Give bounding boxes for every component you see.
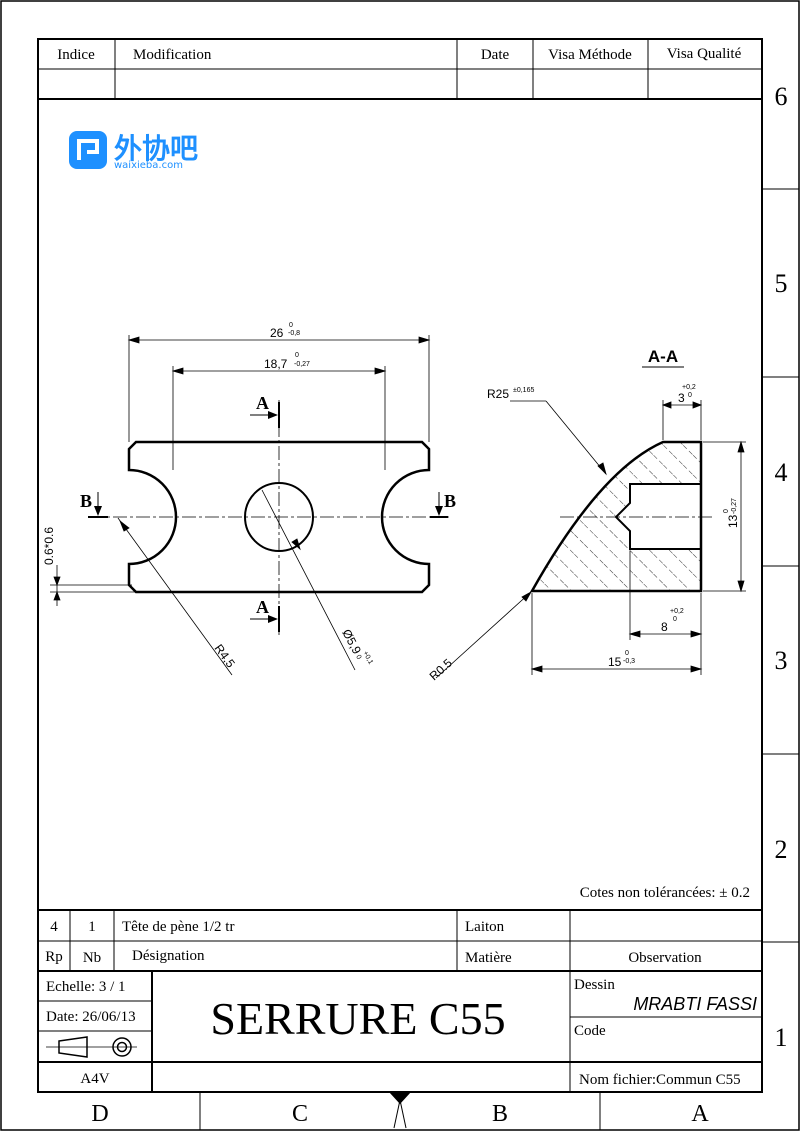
title-block-dessin-label: Dessin: [574, 977, 615, 993]
dimension-section-length-tol-lower: -0,3: [623, 658, 635, 665]
parts-row-nb: 1: [88, 919, 96, 935]
dimension-overall-tol-upper: 0: [289, 322, 293, 329]
section-outline: [529, 440, 703, 593]
projection-symbol-icon: [46, 1036, 137, 1058]
dimension-height-value: 13: [726, 514, 740, 528]
dimension-top-width: [661, 400, 703, 440]
dimension-section-length-value: 15: [608, 655, 622, 669]
parts-row-designation: Tête de pène 1/2 tr: [122, 919, 234, 935]
dimension-hole-value: Ø5,9: [339, 627, 364, 657]
zone-row-2: 2: [775, 835, 788, 864]
title-block-file-name: Nom fichier:Commun C55: [579, 1072, 741, 1088]
dimension-top-tol-lower: 0: [688, 392, 692, 399]
parts-header-rp: Rp: [45, 949, 63, 965]
dimension-radius-leader: [117, 517, 233, 676]
section-marker-b-right: [430, 492, 448, 518]
title-block-date: Date: 26/06/13: [46, 1009, 136, 1025]
zone-row-markers: [762, 188, 799, 943]
dimension-hole-leader: [261, 489, 356, 671]
dimension-inner-tol-lower: -0,27: [294, 361, 310, 368]
front-view-outline: [127, 440, 431, 594]
dimension-top-tol-upper: +0,2: [682, 384, 696, 391]
dimension-overall-tol-lower: -0,8: [288, 330, 300, 337]
parts-header-material: Matière: [465, 950, 512, 966]
revision-header-visa-methode: Visa Méthode: [548, 47, 632, 63]
dimension-chamfer: [50, 565, 136, 606]
dimension-inner-length: [171, 366, 387, 470]
watermark-logo: 外协吧 waixieba.com: [69, 131, 198, 171]
revision-header-indice: Indice: [57, 47, 95, 63]
front-view: A A B B 26 0 -0,8 18,7 0 -0,27: [42, 322, 456, 676]
revision-header-date: Date: [481, 47, 510, 63]
tolerance-note: Cotes non tolérancées: ± 0.2: [580, 885, 750, 901]
revision-header-modification: Modification: [133, 47, 212, 63]
dimension-bore-depth-value: 8: [661, 620, 668, 634]
zone-row-4: 4: [775, 458, 788, 487]
dimension-section-length-tol-upper: 0: [625, 650, 629, 657]
drawing-title: SERRURE C55: [210, 993, 505, 1044]
dimension-overall-length: [127, 335, 431, 442]
zone-column-markers: [199, 1092, 601, 1130]
dimension-height-tol-upper: 0: [723, 509, 730, 513]
section-label-b-left: B: [80, 491, 92, 511]
parts-row-rp: 4: [50, 919, 58, 935]
dimension-inner-tol-upper: 0: [295, 352, 299, 359]
dimension-arc-radius-value: R25: [487, 387, 509, 401]
watermark-brand: 外协吧: [114, 132, 198, 165]
dimension-arc-radius-tol: ±0,165: [513, 387, 534, 394]
dimension-top-value: 3: [678, 391, 685, 405]
revision-table: [38, 39, 762, 100]
parts-header-nb: Nb: [83, 950, 101, 966]
dimension-corner-radius-value: R0.5: [427, 656, 455, 684]
section-view-title: A-A: [648, 347, 678, 366]
dimension-height-tol-lower: -0,27: [731, 498, 738, 514]
parts-header-designation: Désignation: [132, 948, 205, 964]
dimension-hole-tol-lower: 0: [354, 654, 362, 661]
title-block-dessin-value: MRABTI FASSI: [633, 994, 757, 1014]
zone-row-3: 3: [775, 646, 788, 675]
dimension-hole-tol-upper: +0,1: [361, 650, 374, 666]
dimension-corner-radius-leader: [435, 590, 533, 679]
dimension-overall-value: 26: [270, 326, 284, 340]
section-marker-b-left: [88, 492, 108, 518]
revision-header-visa-qualite: Visa Qualité: [667, 46, 742, 62]
dimension-bore-depth-tol-lower: 0: [673, 616, 677, 623]
parts-row-material: Laiton: [465, 919, 505, 935]
dimension-arc-leader: [510, 400, 607, 476]
dimension-bore-depth-tol-upper: +0,2: [670, 608, 684, 615]
section-view: A-A R25 ±0,165 3 +0,2 0: [427, 347, 746, 683]
title-block: [38, 971, 762, 1092]
section-marker-a-top: [250, 402, 280, 428]
dimension-section-length: [530, 593, 703, 675]
zone-row-6: 6: [775, 82, 788, 111]
parts-list: [38, 909, 762, 972]
dimension-inner-value: 18,7: [264, 357, 288, 371]
dimension-height: [703, 440, 746, 593]
watermark-url: waixieba.com: [114, 160, 183, 171]
title-block-code-label: Code: [574, 1023, 606, 1039]
parts-header-observation: Observation: [628, 950, 702, 966]
zone-column-b: B: [492, 1101, 508, 1127]
zone-column-a: A: [691, 1101, 709, 1127]
section-label-b-right: B: [444, 491, 456, 511]
dimension-bore-depth: [628, 551, 703, 640]
zone-row-1: 1: [775, 1023, 788, 1052]
zone-column-d: D: [91, 1101, 108, 1127]
dimension-radius-value: R4,5: [212, 642, 238, 671]
title-block-format: A4V: [80, 1071, 109, 1087]
zone-row-5: 5: [775, 269, 788, 298]
dimension-chamfer-value: 0.6*0.6: [42, 527, 56, 565]
title-block-scale: Echelle: 3 / 1: [46, 979, 126, 995]
section-label-a-top: A: [256, 393, 269, 413]
centering-mark: [389, 1092, 411, 1129]
section-label-a-bottom: A: [256, 597, 269, 617]
zone-column-c: C: [292, 1101, 308, 1127]
section-marker-a-bottom: [250, 606, 280, 632]
